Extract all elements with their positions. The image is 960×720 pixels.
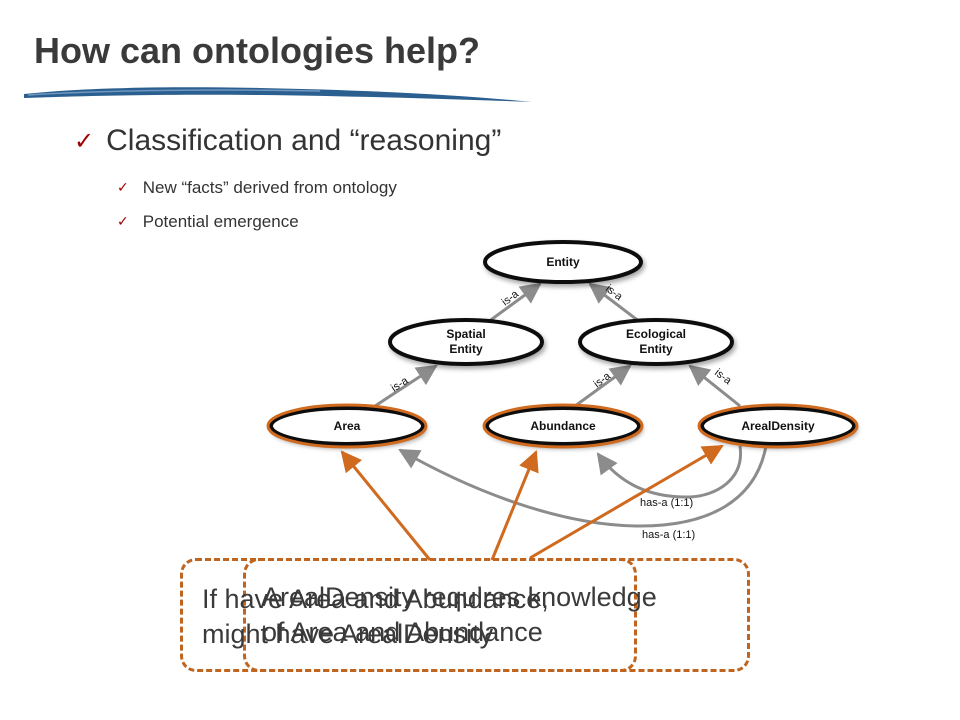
bullet-text: Classification and “reasoning” [106, 124, 502, 157]
node-ecological-entity: Ecological Entity [578, 318, 734, 366]
edge-areal-density-has-a-abundance [596, 445, 742, 499]
node-entity: Entity [483, 240, 643, 284]
node-spatial-entity: Spatial Entity [388, 318, 544, 366]
edge-label-is-a: is-a [500, 288, 522, 309]
callout-text-area-and-abundance: If have Area and Abundance, might have A… [202, 582, 549, 652]
edge-areal-density-has-a-area [398, 445, 768, 528]
node-label: ArealDensity [741, 419, 815, 433]
bullet-text: New “facts” derived from ontology [142, 178, 397, 197]
bullet-potential-emergence: ✓ Potential emergence [117, 212, 299, 232]
edge-label-is-a: is-a [712, 367, 734, 388]
node-abundance: Abundance [482, 403, 644, 449]
slide-title: How can ontologies help? [34, 30, 481, 71]
edge-area-is-a-spatial-entity [371, 364, 438, 410]
edge-ecological-entity-is-a-entity [588, 282, 641, 324]
edge-label-is-a: is-a [389, 374, 411, 394]
node-label: Ecological [626, 327, 686, 341]
title-underline-swoosh [24, 87, 532, 102]
node-area: Area [266, 403, 428, 449]
bullet-new-facts: ✓ New “facts” derived from ontology [117, 178, 397, 198]
node-label: Area [334, 419, 361, 433]
checkmark-icon: ✓ [74, 127, 95, 155]
callout-line: of Area and Abundance [262, 617, 543, 647]
callout-line: ArealDensity requires knowledge [262, 582, 657, 612]
node-label: Entity [449, 342, 483, 356]
bullet-text: Potential emergence [142, 212, 299, 231]
edge-label-has-a: has-a (1:1) [642, 529, 695, 541]
callout-arrow-to-areal-density [529, 444, 724, 560]
edge-label-is-a: is-a [592, 370, 614, 391]
node-label: Abundance [530, 419, 596, 433]
checkmark-icon: ✓ [117, 180, 129, 196]
bullet-classification: ✓ Classification and “reasoning” [74, 124, 501, 158]
node-areal-density: ArealDensity [697, 403, 859, 449]
callout-line: might have ArealDensity [202, 619, 494, 649]
edge-label-is-a: is-a [603, 283, 625, 304]
edge-areal-density-is-a-ecological-entity [688, 364, 741, 408]
callout-box-left [243, 558, 637, 672]
edge-abundance-is-a-ecological-entity [574, 364, 632, 408]
node-label: Entity [639, 342, 673, 356]
callout-line: If have Area and Abundance, [202, 584, 549, 614]
edge-spatial-entity-is-a-entity [487, 282, 542, 324]
node-label: Spatial [446, 327, 485, 341]
node-label: Entity [546, 255, 580, 269]
callout-arrow-to-area [340, 450, 432, 561]
checkmark-icon: ✓ [117, 214, 129, 230]
callout-arrow-to-abundance [490, 450, 539, 561]
callout-text-areal-density-requires: ArealDensity requires knowledge of Area … [262, 580, 657, 650]
edge-label-has-a: has-a (1:1) [640, 497, 693, 509]
